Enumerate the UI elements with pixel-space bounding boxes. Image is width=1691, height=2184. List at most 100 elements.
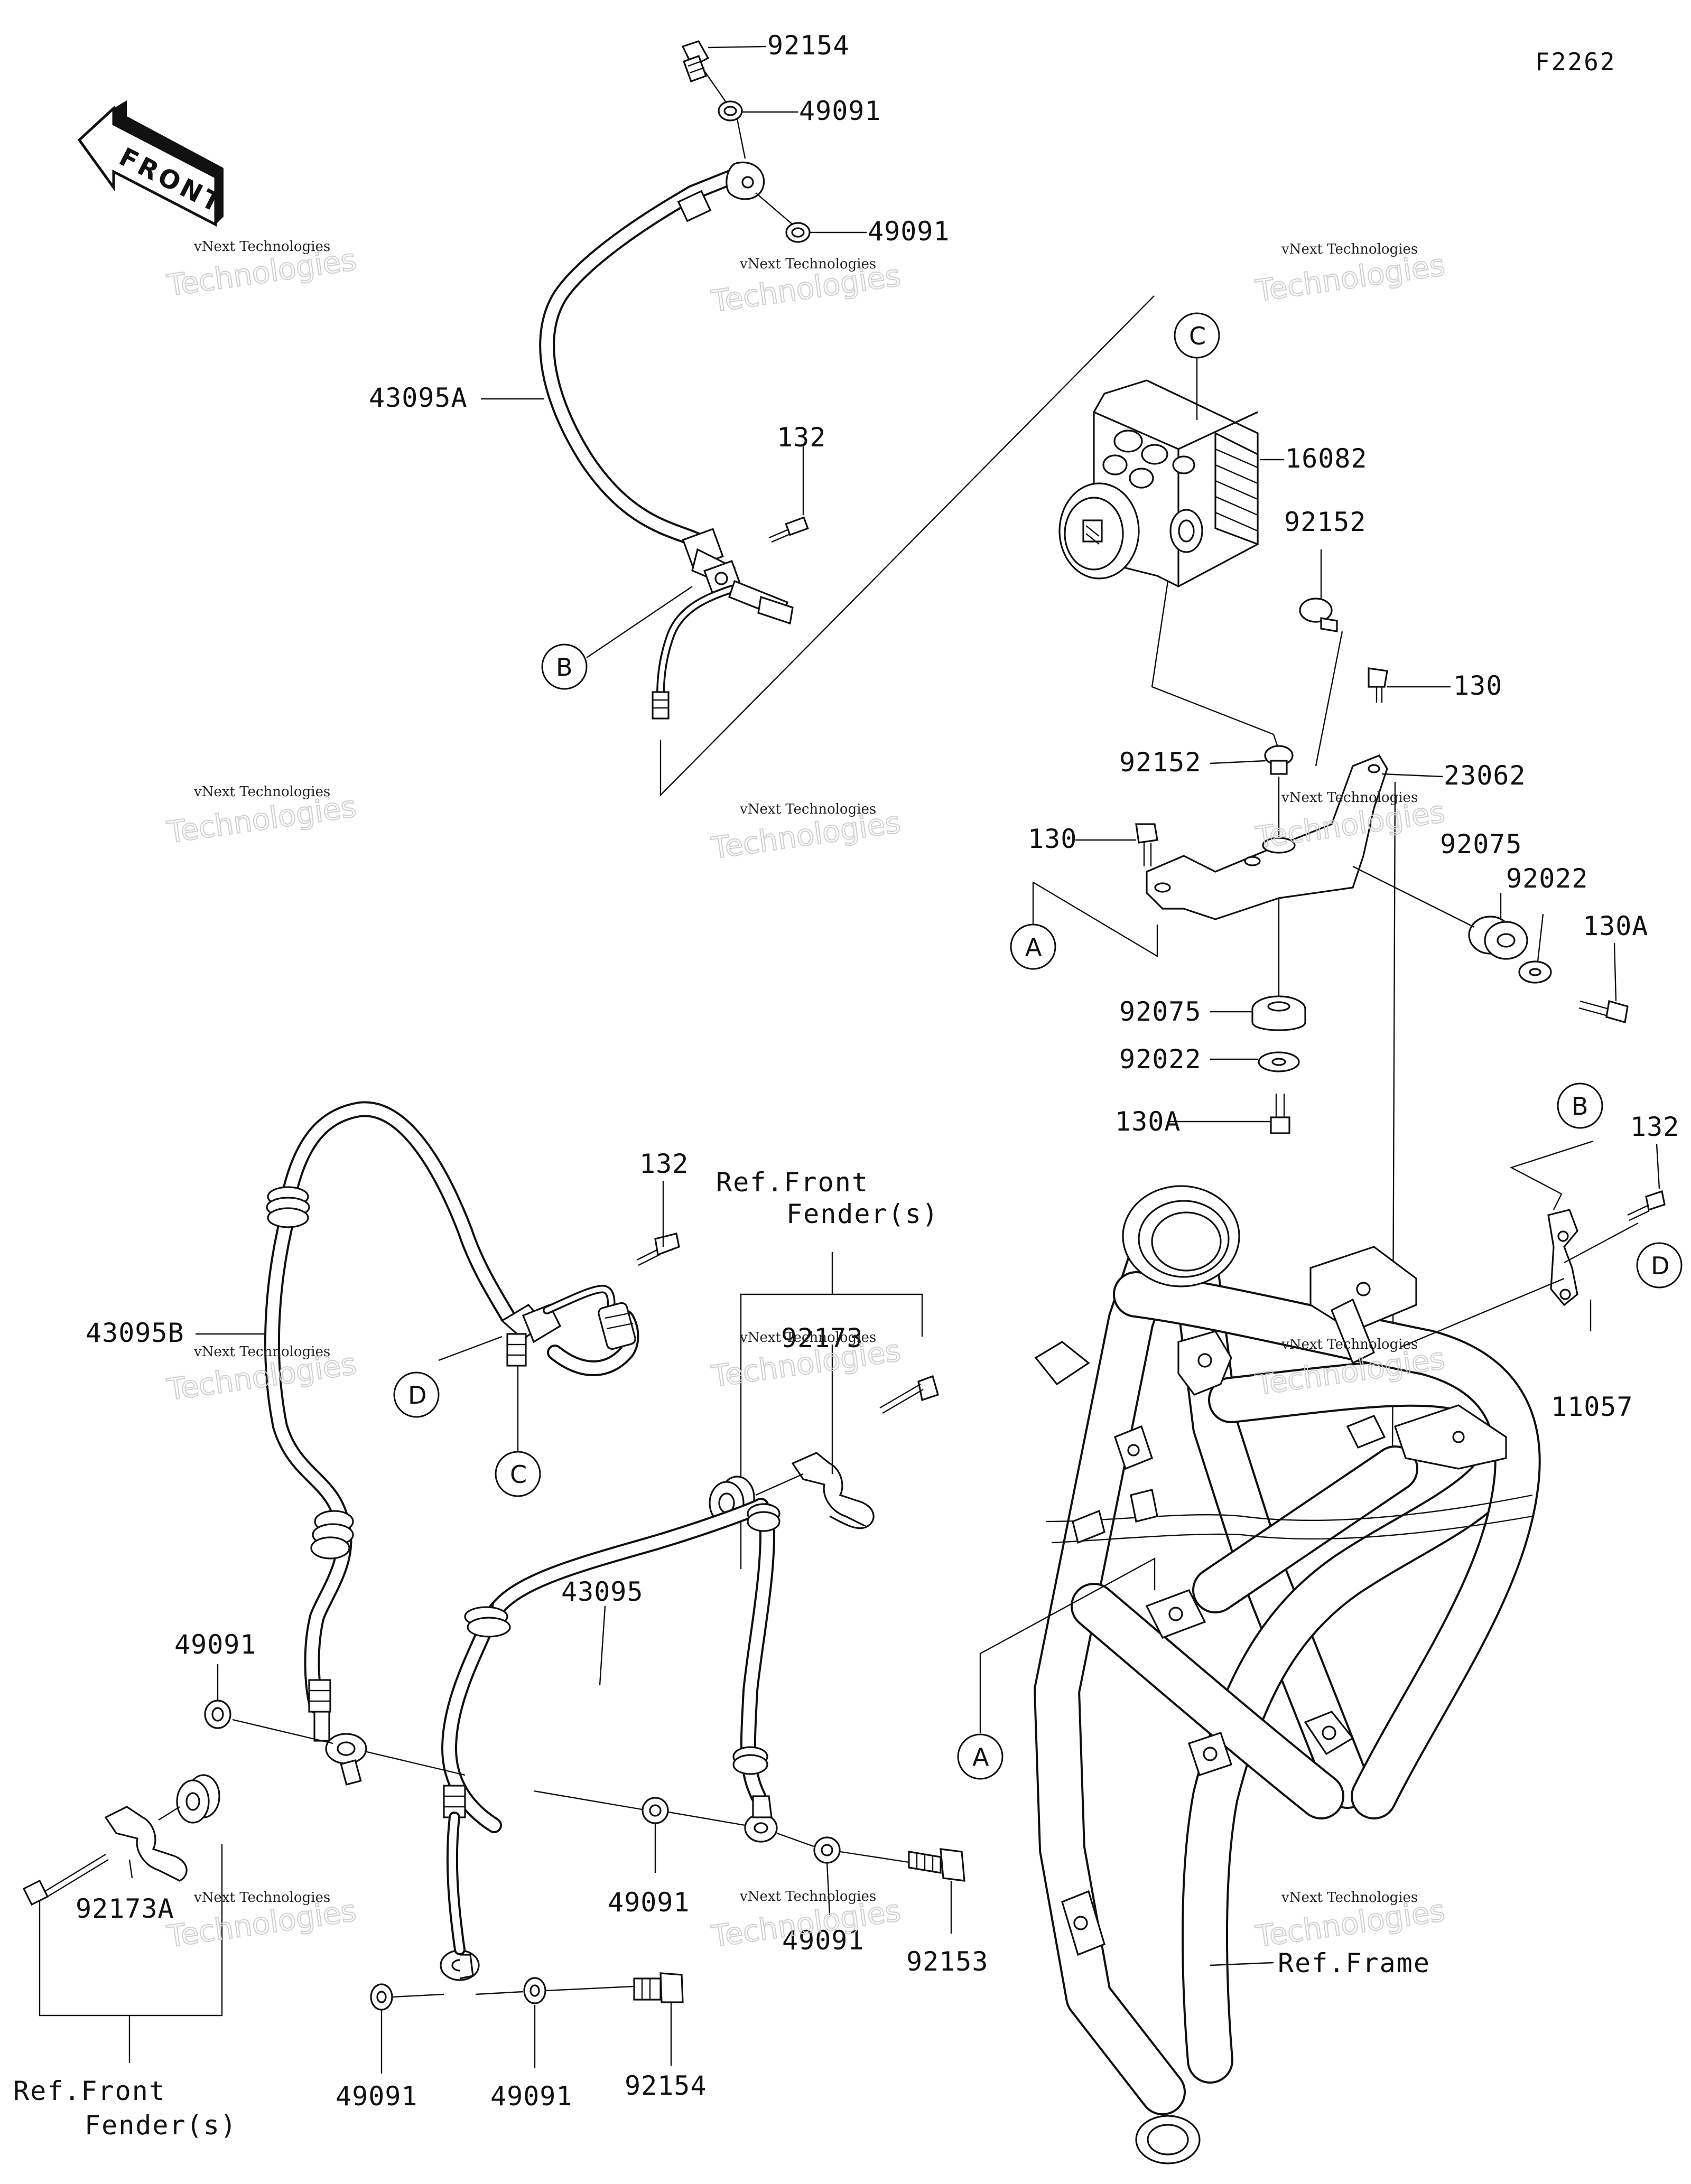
svg-text:vNext Technologies: vNext Technologies <box>1281 1890 1418 1906</box>
washer-49091-b-hole <box>791 227 805 238</box>
label-130-b: 130 <box>1028 824 1077 854</box>
label-11057: 11057 <box>1551 1392 1633 1422</box>
callout-c-middle: C <box>495 1451 541 1497</box>
clamp-11057 <box>1547 1209 1578 1306</box>
svg-text:vNext Technologies: vNext Technologies <box>1281 1337 1418 1352</box>
washer-49091-a-hole <box>723 106 737 116</box>
label-130a-b: 130A <box>1115 1106 1181 1137</box>
damper-92075-b <box>1251 995 1306 1031</box>
washer-49091-d-hole <box>649 1804 662 1817</box>
label-43095: 43095 <box>561 1576 644 1607</box>
svg-text:vNext Technologies: vNext Technologies <box>739 256 876 272</box>
callout-d-right: D <box>1636 1242 1683 1289</box>
label-92075-b: 92075 <box>1119 996 1202 1027</box>
label-23062: 23062 <box>1444 760 1526 791</box>
label-92153: 92153 <box>906 1946 989 1977</box>
svg-text:C: C <box>510 1460 527 1489</box>
svg-text:D: D <box>408 1381 426 1410</box>
abs-leader-line-3 <box>1315 631 1343 767</box>
label-43095a: 43095A <box>369 382 468 413</box>
bolt-132-b <box>636 1233 680 1266</box>
label-92154-top: 92154 <box>767 30 850 61</box>
svg-text:vNext Technologies: vNext Technologies <box>739 801 876 817</box>
watermark-2: vNext Technologies Technologies <box>709 256 903 320</box>
label-49091-e: 49091 <box>782 1925 865 1956</box>
label-132-c: 132 <box>1630 1112 1679 1142</box>
abs-unit-16082 <box>1058 379 1259 587</box>
washer-49091-c-hole <box>211 1707 224 1722</box>
svg-text:A: A <box>972 1743 989 1771</box>
abs-leader-line <box>1151 581 1169 687</box>
ref-frame-leader <box>1210 1962 1274 1966</box>
ref-frame: Ref.Frame <box>1278 1948 1430 1978</box>
label-92075-a: 92075 <box>1440 829 1522 860</box>
svg-text:vNext Technologies: vNext Technologies <box>193 1890 330 1906</box>
svg-text:vNext Technologies: vNext Technologies <box>1281 790 1418 806</box>
ref-front-fender-top-line1: Ref.Front <box>716 1167 869 1198</box>
figure-code: F2262 <box>1535 48 1616 76</box>
svg-text:vNext Technologies: vNext Technologies <box>739 1330 876 1346</box>
svg-text:vNext Technologies: vNext Technologies <box>739 1889 876 1905</box>
abs-leader-line-2 <box>1151 686 1280 751</box>
callout-a-upper: A <box>1010 923 1056 970</box>
ref-front-fender-bottom-line1: Ref.Front <box>13 2076 166 2106</box>
washer-92022-b-hole <box>1271 1058 1286 1066</box>
label-130-a: 130 <box>1453 670 1502 701</box>
label-49091-a: 49091 <box>799 96 881 126</box>
callout-a-route-upper <box>1033 881 1158 958</box>
label-49091-g: 49091 <box>490 2081 573 2112</box>
pipe-route-line-top <box>659 295 1155 797</box>
banjo-bolt-92154-top <box>681 40 710 82</box>
washer-49091-g-hole <box>529 1984 540 1997</box>
frame <box>1034 1185 1541 2164</box>
svg-text:B: B <box>556 653 573 682</box>
svg-text:vNext Technologies: vNext Technologies <box>193 239 330 255</box>
hose-43095b-assembly <box>264 1101 639 1786</box>
label-49091-d: 49091 <box>608 1887 690 1918</box>
washer-49091-f-hole <box>376 1991 387 2003</box>
bolt-130a-b <box>1270 1094 1290 1134</box>
svg-text:vNext Technologies: vNext Technologies <box>193 784 330 800</box>
label-92022-b: 92022 <box>1119 1044 1202 1075</box>
svg-text:C: C <box>1189 322 1206 350</box>
bolt-130a-a <box>1578 1000 1629 1024</box>
banjo-bolt-92154-bottom <box>633 1972 684 2003</box>
clamp-92173a-group <box>22 1774 223 2063</box>
svg-text:D: D <box>1651 1252 1669 1280</box>
bolt-130-b <box>1135 823 1158 866</box>
label-92173: 92173 <box>781 1323 863 1354</box>
label-130a-a: 130A <box>1583 911 1648 941</box>
ref-front-fender-bottom-line2: Fender(s) <box>85 2110 237 2141</box>
bolt-130-a <box>1368 667 1388 703</box>
callout-d-middle: D <box>393 1371 440 1418</box>
label-92173a: 92173A <box>76 1893 174 1924</box>
callout-a-lower: A <box>957 1733 1004 1780</box>
ref-front-fender-top-line2: Fender(s) <box>786 1199 939 1229</box>
grommet-92152-b <box>1264 745 1294 775</box>
label-92022-a: 92022 <box>1506 863 1588 894</box>
label-49091-c: 49091 <box>174 1629 257 1660</box>
banjo-bolt-92153 <box>908 1848 965 1882</box>
clamp-leader-d <box>1400 1277 1565 1348</box>
label-92152-b: 92152 <box>1119 747 1202 778</box>
washer-49091-e-hole <box>821 1844 833 1856</box>
label-16082: 16082 <box>1285 443 1368 474</box>
damper-92075-a <box>1468 916 1528 960</box>
svg-text:vNext Technologies: vNext Technologies <box>193 1344 330 1360</box>
label-43095b: 43095B <box>86 1318 184 1348</box>
callout-b-top: B <box>541 643 588 690</box>
svg-text:A: A <box>1025 933 1042 962</box>
hose-43095-assembly <box>440 1498 781 1981</box>
callout-b-right: B <box>1557 1082 1603 1129</box>
grommet-92152-a <box>1299 598 1338 632</box>
callout-c-top: C <box>1174 312 1220 359</box>
svg-text:vNext Technologies: vNext Technologies <box>1281 241 1418 257</box>
label-132-a: 132 <box>777 422 826 453</box>
bolt-132-c <box>1627 1190 1666 1221</box>
hose-43095a-assembly <box>539 161 794 720</box>
callout-b-route-right <box>1509 1140 1594 1195</box>
washer-92022-a-hole <box>1529 968 1541 976</box>
label-132-b: 132 <box>639 1149 689 1179</box>
label-92152-a: 92152 <box>1284 507 1367 537</box>
